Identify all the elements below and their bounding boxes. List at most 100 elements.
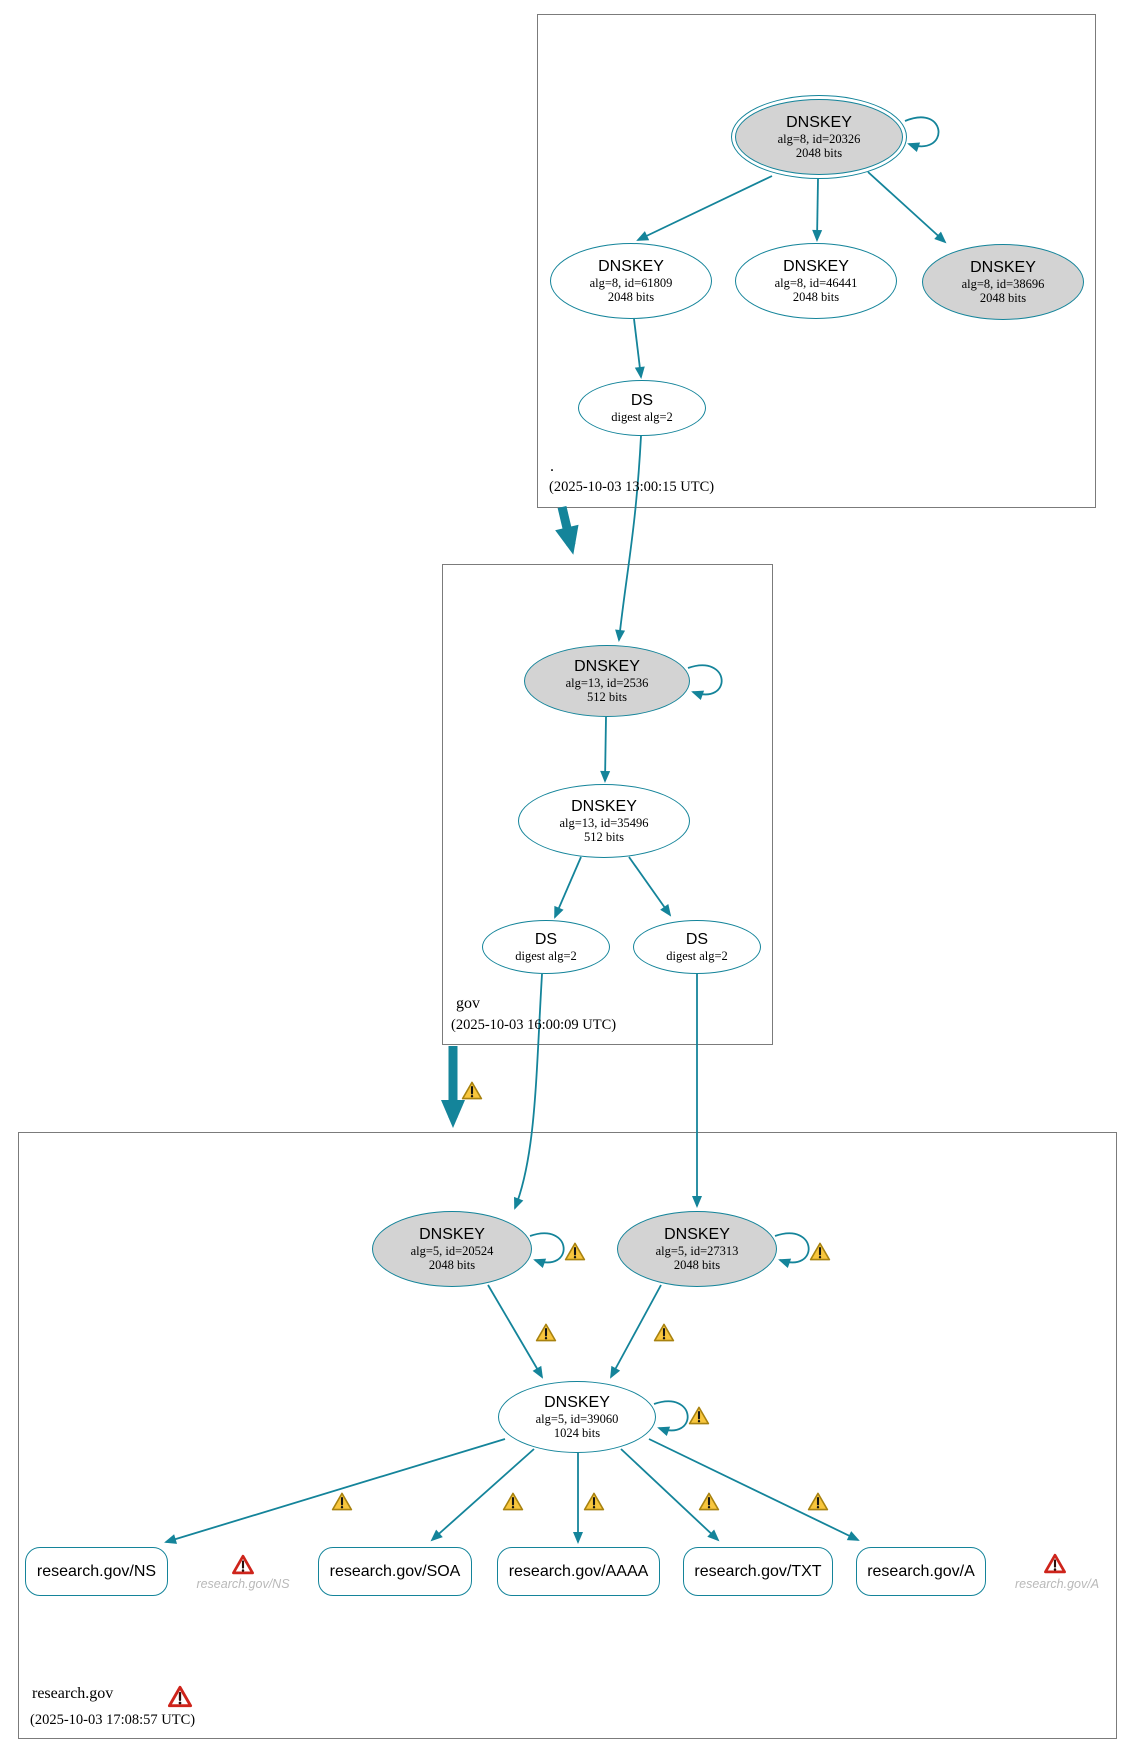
rrset-label: research.gov/AAAA: [508, 1562, 649, 1580]
edge-reszsk-soa: [430, 1448, 535, 1542]
node-detail: alg=8, id=20326: [777, 131, 861, 146]
ds-node-root[interactable]: DS digest alg=2: [578, 380, 706, 436]
zone-timestamp-gov: (2025-10-03 16:00:09 UTC): [451, 1017, 617, 1033]
zone-timestamp-research: (2025-10-03 17:08:57 UTC): [30, 1712, 196, 1728]
node-detail: 2048 bits: [979, 290, 1027, 305]
node-detail: digest alg=2: [515, 948, 577, 963]
rrset-label: research.gov/SOA: [329, 1562, 461, 1580]
rrset-label: research.gov/TXT: [694, 1562, 822, 1580]
rrset-node-aaaa[interactable]: research.gov/AAAA: [497, 1547, 660, 1596]
node-title: DS: [534, 930, 558, 948]
ds-node-gov-1[interactable]: DS digest alg=2: [482, 920, 610, 974]
warning-icon-resksk2-edge: [653, 1323, 675, 1342]
warning-icon-reszsk-selfloop: [688, 1406, 710, 1425]
warning-icon-soa-edge: [502, 1492, 524, 1511]
edge-rootksk-zsk1: [636, 175, 773, 241]
edge-rootksk-zsk2: [812, 178, 823, 242]
rrset-node-soa[interactable]: research.gov/SOA: [318, 1547, 472, 1596]
zone-box-root: [537, 14, 1096, 508]
dnskey-node-gov-ksk[interactable]: DNSKEY alg=13, id=2536 512 bits: [524, 645, 690, 717]
node-detail: 512 bits: [587, 689, 627, 704]
node-title: DNSKEY: [783, 257, 849, 275]
zone-label-research: research.gov: [32, 1685, 114, 1702]
error-icon-missing-a: [1044, 1553, 1066, 1574]
node-detail: 512 bits: [584, 829, 624, 844]
node-detail: 2048 bits: [673, 1257, 721, 1272]
edge-rootksk-key3: [867, 171, 947, 244]
edge-govds1-resksk1: [514, 973, 543, 1210]
dnskey-node-research-ksk1[interactable]: DNSKEY alg=5, id=20524 2048 bits: [372, 1211, 532, 1287]
dnskey-node-root-ksk[interactable]: DNSKEY alg=8, id=20326 2048 bits: [731, 95, 907, 179]
node-detail: alg=8, id=46441: [774, 275, 858, 290]
node-title: DNSKEY: [970, 258, 1036, 276]
node-detail: 2048 bits: [428, 1257, 476, 1272]
edge-resksk1-reszsk: [487, 1284, 544, 1379]
edge-resksk2-selfloop: [774, 1232, 810, 1269]
zone-box-gov: [442, 564, 773, 1045]
warning-icon-txt-edge: [698, 1492, 720, 1511]
edge-group: [164, 116, 947, 1544]
node-detail: alg=8, id=38696: [961, 276, 1045, 291]
missing-rrset-ns-label: research.gov/NS: [196, 1577, 290, 1591]
warning-icon-resksk2-selfloop: [809, 1242, 831, 1261]
edge-govksk-selfloop: [687, 664, 723, 701]
node-title: DS: [685, 930, 709, 948]
edge-rootds-govksk: [615, 435, 642, 642]
dnskey-node-research-zsk[interactable]: DNSKEY alg=5, id=39060 1024 bits: [498, 1381, 656, 1453]
edge-reszsk-txt: [620, 1448, 720, 1542]
error-icon-missing-ns: [232, 1554, 254, 1575]
node-detail: alg=5, id=27313: [655, 1243, 739, 1258]
edge-reszsk-selfloop: [653, 1400, 689, 1437]
edge-govzsk-ds2: [628, 856, 672, 917]
delegation-arrows: [441, 505, 579, 1128]
edge-resksk1-selfloop: [529, 1232, 565, 1269]
node-title: DNSKEY: [419, 1225, 485, 1243]
warning-icon-aaaa-edge: [583, 1492, 605, 1511]
rrset-label: research.gov/A: [867, 1562, 975, 1580]
warning-icon-resksk1-edge: [535, 1323, 557, 1342]
delegation-root-to-gov: [555, 505, 579, 555]
edge-resksk2-reszsk: [610, 1284, 662, 1379]
edge-reszsk-a: [648, 1438, 860, 1541]
rrset-node-a[interactable]: research.gov/A: [856, 1547, 986, 1596]
node-title: DNSKEY: [598, 257, 664, 275]
rrset-node-txt[interactable]: research.gov/TXT: [683, 1547, 833, 1596]
node-title: DNSKEY: [664, 1225, 730, 1243]
dnskey-node-root-zsk1[interactable]: DNSKEY alg=8, id=61809 2048 bits: [550, 243, 712, 319]
dnskey-node-root-zsk2[interactable]: DNSKEY alg=8, id=46441 2048 bits: [735, 243, 897, 319]
missing-rrset-a-label: research.gov/A: [1014, 1577, 1100, 1591]
warning-icon-a-edge: [807, 1492, 829, 1511]
node-detail: 2048 bits: [795, 145, 843, 160]
zone-timestamp-root: (2025-10-03 13:00:15 UTC): [549, 479, 715, 495]
node-detail: alg=5, id=20524: [410, 1243, 494, 1258]
node-title: DS: [630, 391, 654, 409]
edge-zsk1-ds: [633, 318, 645, 379]
rrset-label: research.gov/NS: [36, 1562, 157, 1580]
rrset-node-ns[interactable]: research.gov/NS: [25, 1547, 168, 1596]
node-detail: alg=8, id=61809: [589, 275, 673, 290]
dnskey-node-root-key3[interactable]: DNSKEY alg=8, id=38696 2048 bits: [922, 244, 1084, 320]
ds-node-gov-2[interactable]: DS digest alg=2: [633, 920, 761, 974]
node-detail: alg=13, id=35496: [559, 815, 649, 830]
node-detail: digest alg=2: [666, 948, 728, 963]
edge-govzsk-ds1: [554, 856, 582, 919]
zone-box-research-gov: [18, 1132, 1117, 1739]
node-title: DNSKEY: [544, 1393, 610, 1411]
edge-rootksk-selfloop: [904, 116, 940, 152]
edge-reszsk-ns: [164, 1438, 506, 1544]
node-detail: alg=5, id=39060: [535, 1411, 619, 1426]
node-detail: 2048 bits: [607, 289, 655, 304]
node-detail: alg=13, id=2536: [565, 675, 649, 690]
dnskey-node-root-ksk-inner: DNSKEY alg=8, id=20326 2048 bits: [735, 99, 903, 175]
warning-icon-delegation: [461, 1081, 483, 1100]
dnskey-node-gov-zsk[interactable]: DNSKEY alg=13, id=35496 512 bits: [518, 784, 690, 858]
node-detail: 2048 bits: [792, 289, 840, 304]
dnskey-node-research-ksk2[interactable]: DNSKEY alg=5, id=27313 2048 bits: [617, 1211, 777, 1287]
node-detail: digest alg=2: [611, 409, 673, 424]
error-icon-zone-research: [167, 1685, 193, 1708]
zone-label-gov: gov: [456, 995, 480, 1012]
warning-icon-ns-edge: [331, 1492, 353, 1511]
zone-label-root: .: [550, 458, 554, 475]
